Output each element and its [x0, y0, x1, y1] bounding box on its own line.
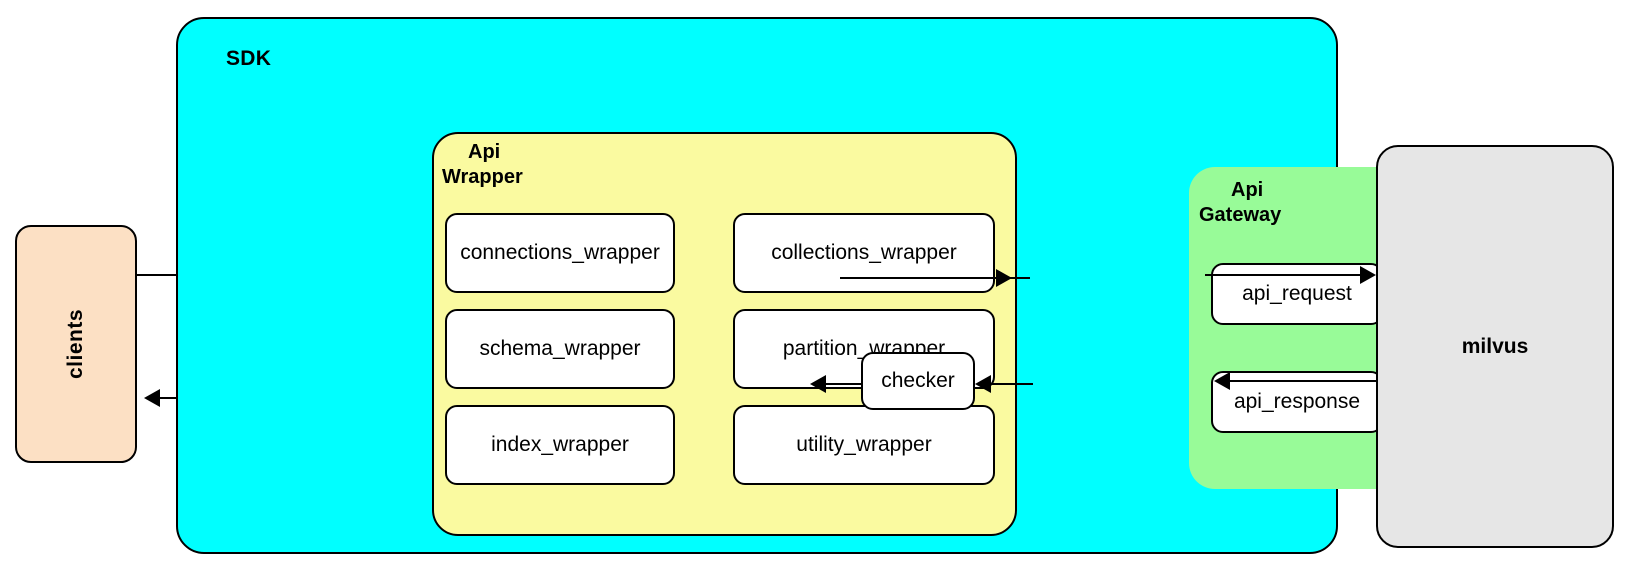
milvus-node[interactable]: milvus [1376, 145, 1614, 548]
utility-wrapper-node[interactable]: utility_wrapper [733, 405, 995, 485]
api-gateway-label: Api Gateway [1199, 178, 1359, 228]
edge-request-to-milvus-line [1205, 274, 1363, 276]
api-wrapper-label-line1: Api [468, 141, 501, 163]
api-gateway-label-line1: Api [1231, 179, 1264, 201]
index-wrapper-label: index_wrapper [491, 433, 629, 456]
edge-milvus-to-response-head [1214, 372, 1230, 390]
api-response-label: api_response [1233, 390, 1361, 413]
checker-node[interactable]: checker [861, 352, 975, 410]
utility-wrapper-label: utility_wrapper [796, 433, 932, 456]
sdk-label: SDK [226, 47, 272, 70]
api-wrapper-label-line2: Wrapper [442, 166, 523, 188]
edge-response-to-checker-line [977, 383, 1033, 385]
api-wrapper-label: Api Wrapper [442, 140, 622, 190]
collections-wrapper-node[interactable]: collections_wrapper [733, 213, 995, 293]
connections-wrapper-node[interactable]: connections_wrapper [445, 213, 675, 293]
edge-wrapper-to-request-line [840, 277, 1030, 279]
edge-checker-to-wrapper-head [810, 375, 826, 393]
edge-milvus-to-response-line [1230, 380, 1376, 382]
edge-checker-to-wrapper-line [826, 383, 863, 385]
checker-label: checker [881, 369, 955, 392]
api-wrapper-container[interactable]: Api Wrapper connections_wrapper collecti… [432, 132, 1017, 536]
api-gateway-label-line2: Gateway [1199, 204, 1282, 226]
edge-wrapper-to-clients-head [144, 389, 160, 407]
edge-request-to-milvus-head [1360, 266, 1376, 284]
sdk-container[interactable]: SDK Api Wrapper connections_wrapper coll… [176, 17, 1416, 554]
clients-label: clients [64, 308, 87, 380]
clients-node[interactable]: clients [15, 225, 137, 463]
milvus-label: milvus [1461, 334, 1529, 358]
api-request-node[interactable]: api_request [1211, 263, 1383, 325]
edge-wrapper-to-request-head [996, 269, 1012, 287]
schema-wrapper-node[interactable]: schema_wrapper [445, 309, 675, 389]
edge-response-to-checker-head [975, 375, 991, 393]
schema-wrapper-label: schema_wrapper [479, 337, 641, 360]
collections-wrapper-label: collections_wrapper [771, 241, 957, 264]
connections-wrapper-label: connections_wrapper [460, 241, 660, 264]
api-request-label: api_request [1242, 282, 1352, 305]
index-wrapper-node[interactable]: index_wrapper [445, 405, 675, 485]
